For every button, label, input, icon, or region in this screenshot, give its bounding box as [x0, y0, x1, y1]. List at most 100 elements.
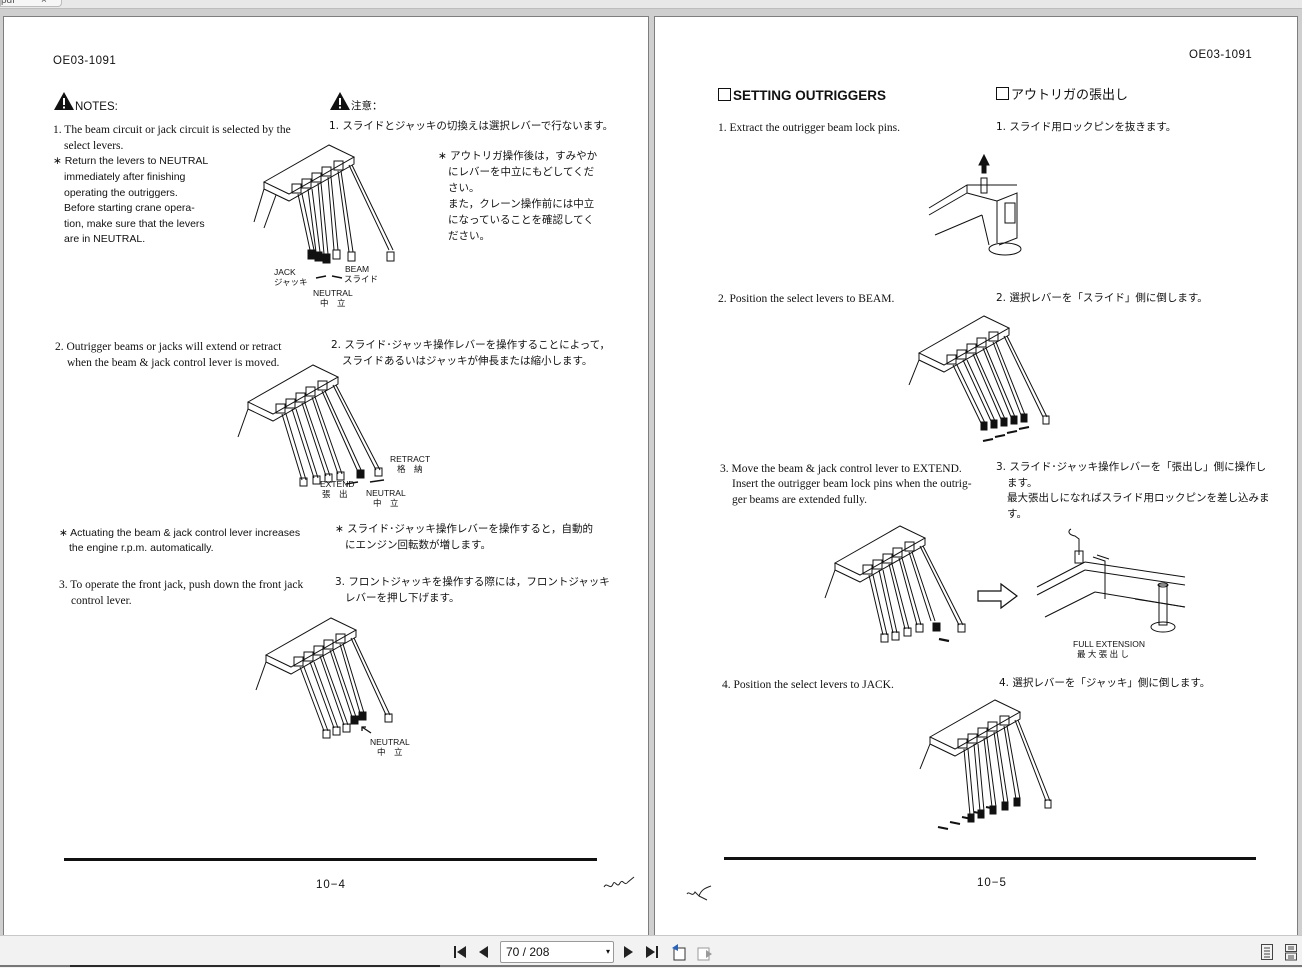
- first-page-icon[interactable]: [452, 944, 468, 960]
- tab-bar: pdf ×: [0, 0, 1302, 9]
- star-note-line-3: operating the outriggers.: [64, 187, 178, 199]
- jp-note-1: 1. スライドとジャッキの切換えは選択レバーで行ないます。: [329, 120, 614, 132]
- select-levers-beam-diagram: [908, 315, 1050, 442]
- lever-bank-diagram: [253, 144, 395, 279]
- warning-icon: [54, 92, 74, 110]
- page-number: 10−5: [977, 877, 1007, 889]
- jp-star-note-line-5: になっていることを確認してく: [448, 214, 594, 226]
- step-3-line-2: Insert the outrigger beam lock pins when…: [732, 478, 972, 490]
- note-1-line-2: select levers.: [64, 140, 124, 152]
- step-2: 2. Position the select levers to BEAM.: [718, 293, 895, 305]
- section-title-jp: アウトリガの張出し: [996, 87, 1128, 104]
- extend-lever-diagram: [824, 525, 966, 643]
- arrow-right-icon: [977, 582, 1018, 610]
- select-levers-jack-diagram: [919, 699, 1052, 830]
- doc-number: OE03-1091: [53, 55, 117, 67]
- go-forward-icon[interactable]: [696, 942, 714, 962]
- neutral-label-jp: 中 立: [320, 298, 346, 308]
- page-number-value: 70 / 208: [506, 945, 550, 959]
- jack-label-jp: ジャッキ: [274, 277, 308, 287]
- jp-star-note-line-2: にレバーを中立にもどしてくだ: [448, 166, 595, 178]
- step-4: 4. Position the select levers to JACK.: [722, 679, 894, 691]
- page-number: 10−4: [316, 879, 346, 891]
- jp-star-note-line-4: また，クレーン操作前には中立: [448, 198, 595, 210]
- step-3-jp-line-4: す。: [1007, 508, 1027, 520]
- handwritten-mark: [686, 885, 712, 901]
- handwritten-mark: [603, 876, 635, 888]
- document-viewport[interactable]: OE03-1091 NOTES: 注意： 1. The beam circuit…: [0, 9, 1302, 938]
- note-2-line-1: 2. Outrigger beams or jacks will extend …: [55, 341, 282, 353]
- section-title-text: SETTING OUTRIGGERS: [733, 88, 887, 103]
- control-lever-diagram: [237, 364, 385, 487]
- step-1-jp: 1. スライド用ロックピンを抜きます。: [996, 121, 1177, 133]
- star-note-line-4: Before starting crane opera-: [64, 202, 195, 214]
- step-3-line-1: 3. Move the beam & jack control lever to…: [720, 463, 962, 475]
- beam-label: BEAM: [345, 264, 370, 274]
- next-page-icon[interactable]: [620, 944, 636, 960]
- close-icon[interactable]: ×: [41, 0, 47, 6]
- status-strip-dark: [70, 965, 440, 967]
- single-page-icon[interactable]: [1260, 943, 1274, 961]
- prev-page-icon[interactable]: [476, 944, 492, 960]
- neutral-label: NEUTRAL: [366, 488, 406, 498]
- jack-label: JACK: [274, 267, 296, 277]
- warning-icon: [330, 92, 350, 110]
- step-4-jp: 4. 選択レバーを「ジャッキ」側に倒します。: [999, 677, 1211, 689]
- note-3-line-1: 3. To operate the front jack, push down …: [59, 579, 304, 591]
- footer-rule: [64, 858, 597, 861]
- go-back-icon[interactable]: [670, 942, 688, 962]
- neutral-label: NEUTRAL: [370, 737, 410, 747]
- footer-rule: [724, 857, 1256, 860]
- neutral-label: NEUTRAL: [313, 288, 353, 298]
- note-2-line-2: when the beam & jack control lever is mo…: [67, 357, 280, 369]
- jp-notes-title: 注意：: [351, 100, 383, 112]
- tab-title: pdf: [1, 0, 15, 6]
- lock-pin-diagram: [928, 153, 1022, 256]
- star-note-line-5: tion, make sure that the levers: [64, 218, 205, 230]
- extend-label: EXTEND: [320, 479, 355, 489]
- full-extension-label-jp: 最 大 張 出 し: [1077, 649, 1129, 659]
- document-tab[interactable]: pdf ×: [0, 0, 62, 7]
- step-1: 1. Extract the outrigger beam lock pins.: [718, 122, 901, 134]
- note-1-line-1: 1. The beam circuit or jack circuit is s…: [53, 124, 291, 136]
- jp-note-3-line-2: レバーを押し下げます。: [345, 592, 460, 604]
- page-10-4: OE03-1091 NOTES: 注意： 1. The beam circuit…: [3, 16, 649, 938]
- jp-star-note-2-line-1: ∗ スライド･ジャッキ操作レバーを操作すると，自動的: [335, 523, 593, 535]
- section-title: SETTING OUTRIGGERS: [718, 88, 886, 104]
- chevron-down-icon[interactable]: ▾: [605, 947, 610, 956]
- step-3-jp-line-1: 3. スライド･ジャッキ操作レバーを「張出し」側に操作し: [996, 461, 1267, 473]
- star-note-line-6: are in NEUTRAL.: [64, 233, 146, 245]
- jp-star-note-line-6: ださい。: [448, 230, 490, 242]
- jp-note-3-line-1: 3. フロントジャッキを操作する際には，フロントジャッキ: [335, 576, 610, 588]
- step-3-jp-line-2: ます。: [1007, 477, 1038, 489]
- step-3-jp-line-3: 最大張出しになればスライド用ロックピンを差し込みま: [1007, 492, 1270, 504]
- page-number-input[interactable]: 70 / 208 ▾: [500, 941, 614, 963]
- neutral-label-jp: 中 立: [377, 747, 403, 757]
- last-page-icon[interactable]: [644, 944, 660, 960]
- checkbox-icon: [718, 88, 731, 101]
- navigation-toolbar: 70 / 208 ▾: [0, 935, 1302, 968]
- continuous-page-icon[interactable]: [1284, 943, 1298, 961]
- checkbox-icon: [996, 87, 1009, 100]
- page-10-5: OE03-1091 SETTING OUTRIGGERS アウトリガの張出し 1…: [654, 16, 1298, 938]
- star-note-2-line-1: ∗ Actuating the beam & jack control leve…: [59, 527, 301, 539]
- star-note-line-1: ∗ Return the levers to NEUTRAL: [53, 155, 209, 167]
- extend-label-jp: 張 出: [322, 489, 348, 499]
- doc-number: OE03-1091: [1189, 49, 1253, 61]
- jp-star-note-line-1: ∗ アウトリガ操作後は，すみやか: [438, 150, 598, 162]
- section-title-jp-text: アウトリガの張出し: [1011, 88, 1129, 103]
- note-3-line-2: control lever.: [71, 595, 132, 607]
- jp-note-2-line-2: スライドあるいはジャッキが伸長または縮小します。: [342, 355, 593, 367]
- retract-label-jp: 格 納: [397, 464, 423, 474]
- full-extension-diagram: [1036, 528, 1186, 633]
- jp-star-note-line-3: さい。: [448, 182, 480, 194]
- full-extension-label: FULL EXTENSION: [1073, 639, 1145, 649]
- jp-note-2-line-1: 2. スライド･ジャッキ操作レバーを操作することによって，: [331, 339, 611, 351]
- status-strip: [0, 965, 1302, 967]
- notes-title: NOTES:: [75, 101, 118, 113]
- jp-star-note-2-line-2: にエンジン回転数が増します。: [345, 539, 491, 551]
- front-jack-lever-diagram: [255, 617, 393, 739]
- star-note-line-2: immediately after finishing: [64, 171, 186, 183]
- neutral-label-jp: 中 立: [373, 498, 399, 508]
- star-note-2-line-2: the engine r.p.m. automatically.: [69, 542, 214, 554]
